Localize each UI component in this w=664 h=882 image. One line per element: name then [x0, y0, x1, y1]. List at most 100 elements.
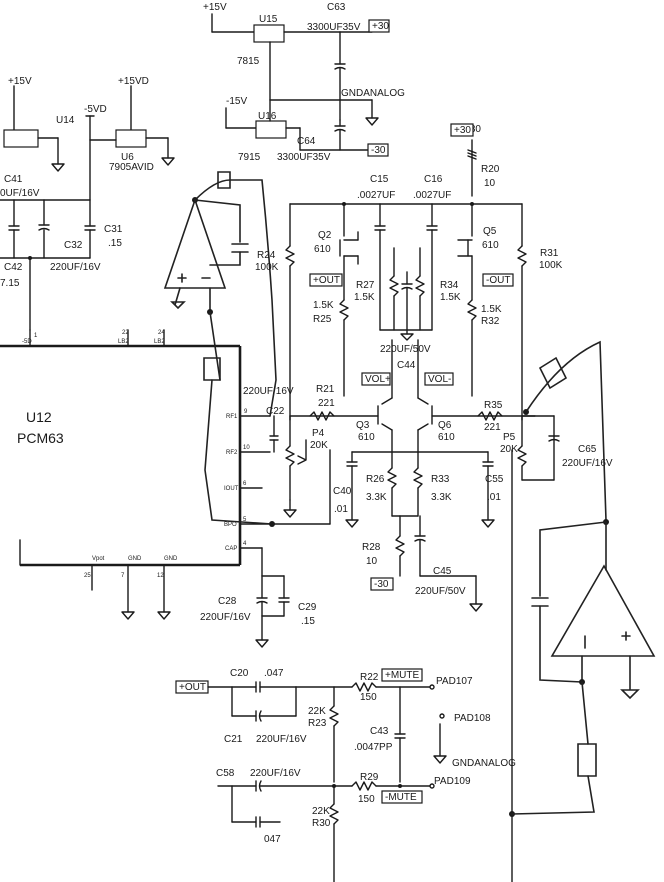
output-stage: +30 +30 R20 10 C15 .0027UF C16 .0027UF Q… [243, 123, 613, 882]
label-resistors-r21: R21 [316, 384, 335, 395]
rail-p15v-left: +15V [8, 76, 32, 87]
label-caps-c16: C16 [424, 174, 443, 185]
label-caps-c29-val: .15 [301, 616, 315, 627]
u16-regulator [255, 120, 287, 139]
label-resistors-r25-val: 1.5K [313, 300, 334, 311]
c64-label: C64 [297, 136, 316, 147]
label-resistors-r31: R31 [540, 248, 559, 259]
c32-label: C32 [64, 240, 83, 251]
rail-p15v-top: +15V [203, 2, 227, 13]
label-caps-c28: C28 [218, 596, 237, 607]
c64-value: 3300UF35V [277, 152, 331, 163]
label-caps-c44-val: 220UF/50V [380, 344, 431, 355]
label-ic-pins-rf1: RF1 [226, 414, 238, 420]
label-ic-pins-bot-c: GND [164, 556, 178, 562]
label-caps-c20: C20 [230, 668, 249, 679]
u16-part: 7915 [238, 152, 261, 163]
label-caps-c65: C65 [578, 444, 597, 455]
label-caps-c44: C44 [397, 360, 416, 371]
u14-regulator [3, 129, 39, 148]
label-caps-c28-val: 220UF/16V [200, 612, 251, 623]
label-resistors-r30-val: 22K [312, 806, 330, 817]
label-ic-pins-bot-a: Vpot [92, 556, 105, 562]
label-tags-vol-plus: VOL+ [365, 374, 391, 385]
label-caps-c20-val: .047 [264, 668, 284, 679]
label-caps-c58: C58 [216, 768, 235, 779]
u6-regulator [115, 129, 147, 148]
gndanalog-top: GNDANALOG [341, 88, 405, 99]
label-caps-c43-val: .0047PP [354, 742, 393, 753]
label-transistors-q3: Q3 [356, 420, 370, 431]
c63-value: 3300UF35V [307, 22, 361, 33]
label-resistors-r22-val: 150 [360, 692, 377, 703]
label-caps-c21: C21 [224, 734, 243, 745]
label-resistors-r28: R28 [362, 542, 381, 553]
u6-part: 7905AVID [109, 162, 154, 173]
label-ic-pins-bot-a-n: 25 [84, 573, 91, 579]
label-ic-pins-top-c-n: 24 [158, 330, 165, 336]
label-ic-pins-cap-n: 4 [243, 541, 247, 547]
label-resistors-r23-val: 22K [308, 706, 326, 717]
c42-value: 7.15 [0, 278, 20, 289]
label-pads-pad108: PAD108 [454, 713, 491, 724]
label-ic-pins-bot-c-n: 12 [157, 573, 164, 579]
label-resistors-r32-val: 1.5K [481, 304, 502, 315]
label-resistors-r21-val: 221 [318, 398, 335, 409]
label-tags-p30-b: +30 [454, 125, 471, 136]
label-resistors-r24-val: 100K [255, 262, 279, 273]
label-transistors-q5: Q5 [483, 226, 497, 237]
c31-value: .15 [108, 238, 122, 249]
label-resistors-r33-val: 3.3K [431, 492, 452, 503]
ic-name: U12 [26, 409, 52, 425]
label-resistors-r27: R27 [356, 280, 375, 291]
u15-part: 7815 [237, 56, 260, 67]
c63-label: C63 [327, 2, 346, 13]
label-ic-pins-rf2-n: 10 [243, 445, 250, 451]
mute-section: +OUT [175, 668, 516, 882]
label-tags-plus-out: +OUT [313, 275, 340, 286]
rail-p15vd: +15VD [118, 76, 149, 87]
label-resistors-r31-val: 100K [539, 260, 563, 271]
handdrawn-opamp-left [163, 171, 277, 527]
c41-label: C41 [4, 174, 23, 185]
label-resistors-r20: R20 [481, 164, 500, 175]
label-resistors-r30: R30 [312, 818, 331, 829]
label-resistors-p5-val: 20K [500, 444, 518, 455]
label-tags-vol-minus: VOL- [428, 374, 451, 385]
label-ic-pins-top-a: -5D [22, 339, 32, 345]
label-resistors-r20-val: 10 [484, 178, 496, 189]
label-caps-c22: C22 [266, 406, 285, 417]
label-resistors-r28-val: 10 [366, 556, 378, 567]
label-transistors-q6-val: 610 [438, 432, 455, 443]
label-ic-pins-bpo-n: 5 [243, 517, 247, 523]
label-caps-c22-val: 220UF/16V [243, 386, 294, 397]
left-regulator-section: +15V +15VD -5VD U14 U6 7905AVID C41 0UF/… [0, 76, 175, 331]
label-caps-c43: C43 [370, 726, 389, 737]
label-ic-pins-bot-b-n: 7 [121, 573, 125, 579]
label-ic-pins-top-c: LB2 [154, 339, 165, 345]
label-resistors-r22: R22 [360, 672, 379, 683]
label-resistors-r35-val: 221 [484, 422, 501, 433]
ic-part: PCM63 [17, 430, 64, 446]
label-resistors-r29: R29 [360, 772, 379, 783]
label-tags-minus-out: -OUT [486, 275, 510, 286]
label-resistors-p5: P5 [503, 432, 516, 443]
label-caps-c-bottom-val: 047 [264, 834, 281, 845]
label-resistors-p4-val: 20K [310, 440, 328, 451]
u12-pcm63-ic: U12 PCM63 RF1 9 RF2 10 IOUT 6 BPO 5 CAP … [0, 329, 273, 620]
handdrawn-opamp-right [511, 340, 656, 815]
label-pads-pad109: PAD109 [434, 776, 471, 787]
label-caps-c40: C40 [333, 486, 352, 497]
label-caps-c55: C55 [485, 474, 504, 485]
label-transistors-q2: Q2 [318, 230, 332, 241]
label-resistors-r35: R35 [484, 400, 503, 411]
label-transistors-q2-val: 610 [314, 244, 331, 255]
tag-m30-a: -30 [371, 145, 386, 156]
label-resistors-p4: P4 [312, 428, 325, 439]
u16-label: U16 [258, 111, 277, 122]
rail-m5vd: -5VD [84, 104, 107, 115]
u15-regulator [253, 24, 285, 43]
label-caps-c45-val: 220UF/50V [415, 586, 466, 597]
label-transistors-q3-val: 610 [358, 432, 375, 443]
tag-p30-a: +30 [372, 21, 389, 32]
